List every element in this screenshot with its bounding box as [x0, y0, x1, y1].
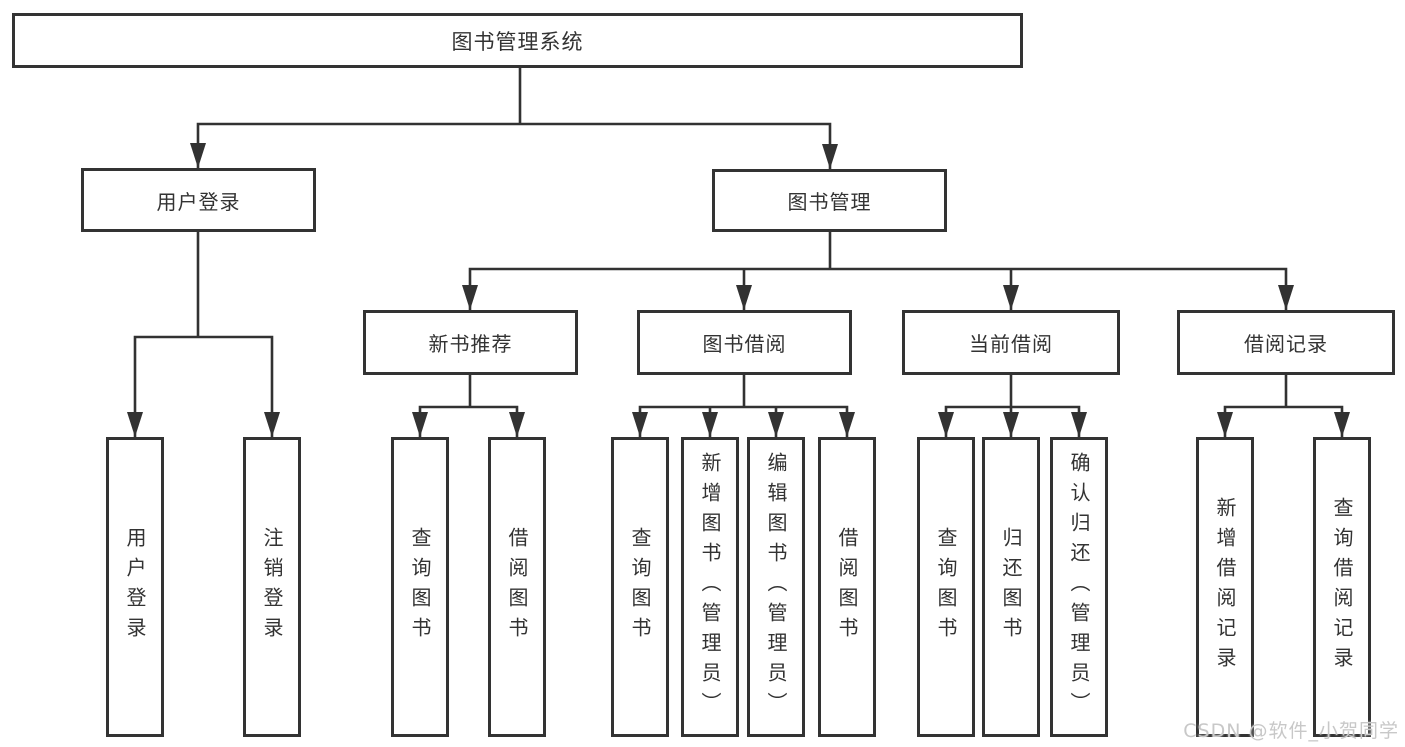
leaf-add-book-admin: 新增图书（管理员）	[681, 437, 739, 737]
leaf-logout: 注销登录	[243, 437, 301, 737]
leaf-borrow-books-borrowing: 借阅图书	[818, 437, 876, 737]
leaf-return-books: 归还图书	[982, 437, 1040, 737]
leaf-confirm-return-admin: 确认归还（管理员）	[1050, 437, 1108, 737]
leaf-label: 查询图书	[408, 527, 432, 647]
leaf-label: 查询图书	[628, 527, 652, 647]
node-label: 新书推荐	[428, 332, 513, 356]
leaf-add-borrow-record: 新增借阅记录	[1196, 437, 1254, 737]
node-new-book-recommendation: 新书推荐	[363, 310, 578, 375]
leaf-borrow-books-recommend: 借阅图书	[488, 437, 546, 737]
node-label: 图书管理系统	[451, 29, 584, 54]
leaf-label: 编辑图书（管理员）	[764, 452, 788, 722]
leaf-label: 确认归还（管理员）	[1067, 452, 1091, 722]
node-user-login: 用户登录	[81, 168, 316, 232]
leaf-query-books-borrowing: 查询图书	[611, 437, 669, 737]
leaf-label: 注销登录	[260, 527, 284, 647]
node-label: 图书借阅	[702, 332, 787, 356]
leaf-query-borrow-record: 查询借阅记录	[1313, 437, 1371, 737]
node-label: 当前借阅	[969, 332, 1053, 356]
node-label: 图书管理	[787, 190, 872, 214]
node-book-borrowing: 图书借阅	[637, 310, 852, 375]
node-label: 用户登录	[156, 189, 241, 214]
leaf-query-books-current: 查询图书	[917, 437, 975, 737]
leaf-user-login: 用户登录	[106, 437, 164, 737]
leaf-label: 查询图书	[934, 527, 958, 647]
leaf-label: 归还图书	[999, 527, 1023, 647]
node-current-borrowing: 当前借阅	[902, 310, 1120, 375]
leaf-label: 用户登录	[123, 527, 147, 647]
leaf-label: 借阅图书	[505, 527, 529, 647]
leaf-label: 借阅图书	[835, 527, 859, 647]
node-library-management-system: 图书管理系统	[12, 13, 1023, 68]
node-borrowing-records: 借阅记录	[1177, 310, 1395, 375]
leaf-label: 新增图书（管理员）	[698, 452, 722, 722]
node-book-management: 图书管理	[712, 169, 947, 232]
leaf-query-books-recommend: 查询图书	[391, 437, 449, 737]
leaf-edit-book-admin: 编辑图书（管理员）	[747, 437, 805, 737]
leaf-label: 查询借阅记录	[1330, 497, 1354, 677]
node-label: 借阅记录	[1244, 332, 1328, 356]
leaf-label: 新增借阅记录	[1213, 497, 1237, 677]
